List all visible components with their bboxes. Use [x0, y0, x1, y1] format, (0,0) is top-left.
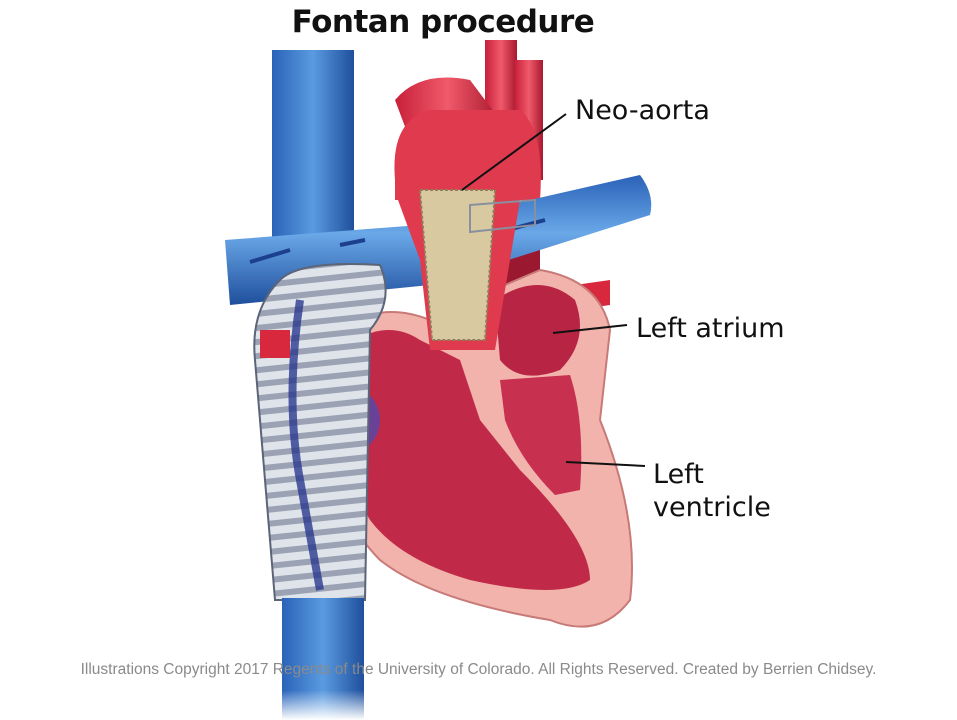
- stent: [469, 198, 536, 234]
- label-left-ventricle: Left ventricle: [653, 458, 771, 524]
- left-ventricle-chamber: [500, 375, 582, 495]
- page-title: Fontan procedure: [291, 4, 595, 40]
- right-pulmonary-artery-stub: [260, 330, 290, 358]
- right-ventricle-chamber: [347, 330, 590, 590]
- extracardiac-conduit: [253, 263, 387, 601]
- left-atrium-chamber: [495, 285, 580, 376]
- label-left-atrium: Left atrium: [636, 313, 785, 344]
- conduit-flow-stripe: [288, 299, 324, 591]
- neo-aorta-graft: [418, 189, 497, 341]
- neo-aorta-leader-line: [461, 113, 567, 191]
- left-ventricle-leader-line: [565, 461, 646, 467]
- left-atrium-leader-line: [552, 324, 628, 334]
- label-neo-aorta: Neo-aorta: [575, 95, 710, 126]
- superior-vena-cava: [272, 50, 354, 250]
- copyright-notice: Illustrations Copyright 2017 Regents of …: [80, 661, 877, 678]
- label-left-ventricle-line1: Left: [653, 459, 704, 490]
- label-left-ventricle-line2: ventricle: [653, 492, 771, 523]
